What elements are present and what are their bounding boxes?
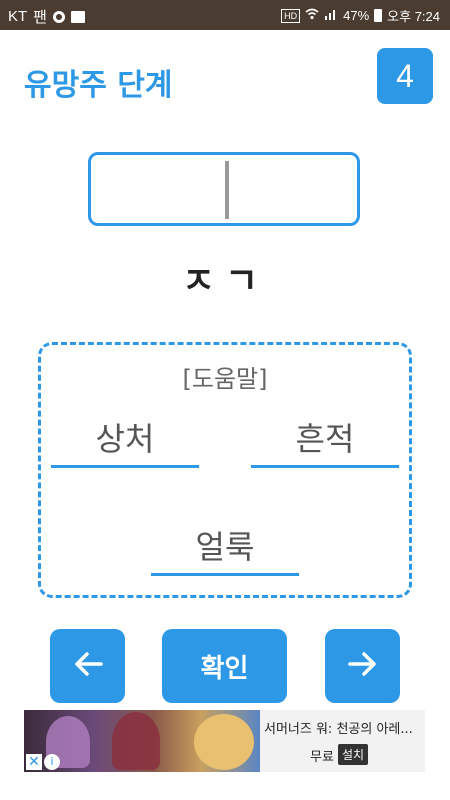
- help-word-underline: [251, 465, 399, 468]
- answer-input[interactable]: [88, 152, 360, 226]
- ad-title[interactable]: 서머너즈 워: 천공의 아레...: [264, 722, 413, 737]
- help-panel: [도움말] 상처 흔적 얼룩: [38, 342, 412, 598]
- help-word: 흔적: [251, 417, 399, 468]
- ad-image[interactable]: [24, 710, 260, 772]
- status-bar: KT 팬 HD 47% 오후 7:24: [0, 0, 450, 30]
- ad-info-icon[interactable]: i: [44, 754, 60, 770]
- image-notification-icon: [70, 10, 85, 23]
- status-bar-left: KT 팬: [8, 6, 85, 27]
- battery-percent: 47%: [343, 8, 370, 23]
- text-caret: [225, 161, 229, 219]
- help-word-underline: [51, 465, 199, 468]
- ad-price: 무료: [310, 750, 334, 765]
- ad-install-button[interactable]: 설치: [338, 744, 369, 765]
- arrow-left-icon: [73, 651, 103, 681]
- page-title: 유망주 단계: [24, 68, 173, 103]
- battery-icon: [374, 9, 383, 22]
- help-word-underline: [151, 573, 299, 576]
- confirm-button[interactable]: 확인: [162, 629, 287, 703]
- status-bar-right: HD 47% 오후 7:24: [281, 6, 440, 25]
- previous-button[interactable]: [50, 629, 125, 703]
- next-button[interactable]: [325, 629, 400, 703]
- arrow-right-icon: [347, 651, 378, 681]
- ad-close-icon[interactable]: ✕: [26, 754, 42, 770]
- level-badge: 4: [377, 48, 433, 104]
- notification-ring-icon: [52, 10, 65, 23]
- help-word: 상처: [51, 417, 199, 468]
- ad-banner[interactable]: ✕ i 서머너즈 워: 천공의 아레... 무료 설치: [24, 710, 425, 772]
- clock: 오후 7:24: [387, 9, 440, 24]
- help-word-text: 흔적: [295, 420, 355, 458]
- ad-character-art: [112, 712, 160, 770]
- carrier-label: KT: [8, 8, 28, 25]
- help-title: [도움말]: [182, 365, 268, 393]
- wifi-icon: [305, 8, 319, 23]
- help-word-text: 상처: [95, 420, 155, 458]
- help-word-text: 얼룩: [195, 528, 255, 566]
- initial-consonants-hint: ㅈㄱ: [181, 261, 269, 302]
- help-word: 얼룩: [151, 525, 299, 576]
- hd-icon: HD: [281, 8, 301, 23]
- carrier-extra-label: 팬: [33, 9, 47, 26]
- ad-character-art: [194, 714, 254, 770]
- signal-icon: [324, 8, 338, 23]
